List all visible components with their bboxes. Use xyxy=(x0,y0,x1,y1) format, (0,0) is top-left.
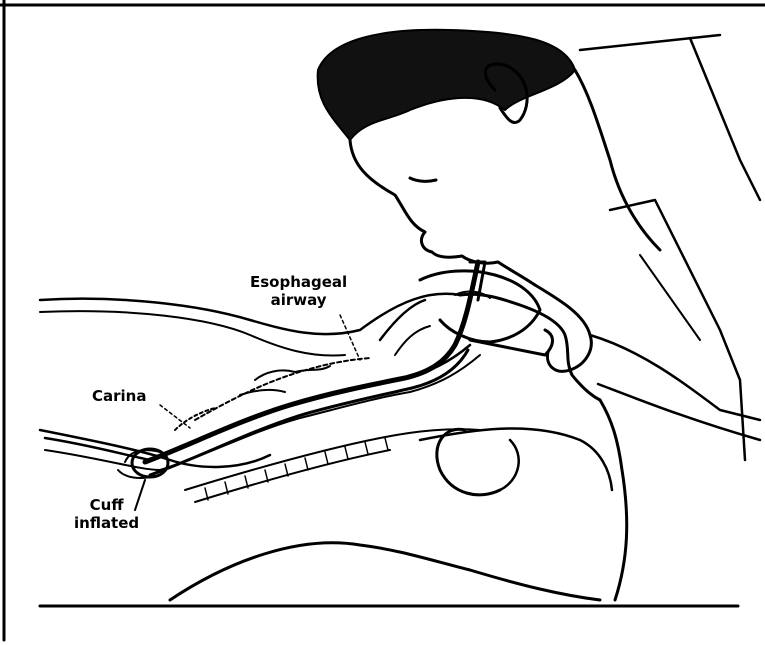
cuff-label-line1: Cuff xyxy=(74,496,139,514)
patient-ear xyxy=(437,429,500,495)
rescuer-hair xyxy=(318,30,575,140)
esophageal-airway-label: Esophageal airway xyxy=(250,273,347,309)
rescuer-collar xyxy=(580,35,760,200)
esophageal-label-line2: airway xyxy=(250,291,347,309)
esophageal-leader xyxy=(340,315,360,360)
carina-label: Carina xyxy=(92,387,146,405)
rescuer-hand xyxy=(535,285,591,371)
patient-face xyxy=(460,294,600,400)
rescuer-face xyxy=(350,140,535,285)
patient-shoulder xyxy=(170,543,600,600)
carina-leader xyxy=(160,405,190,428)
cuff-inflated-label: Cuff inflated xyxy=(74,496,139,532)
patient-head xyxy=(600,400,627,600)
cuff-label-line2: inflated xyxy=(74,514,139,532)
esophageal-label-line1: Esophageal xyxy=(250,273,347,291)
rescuer-eye xyxy=(410,178,436,181)
